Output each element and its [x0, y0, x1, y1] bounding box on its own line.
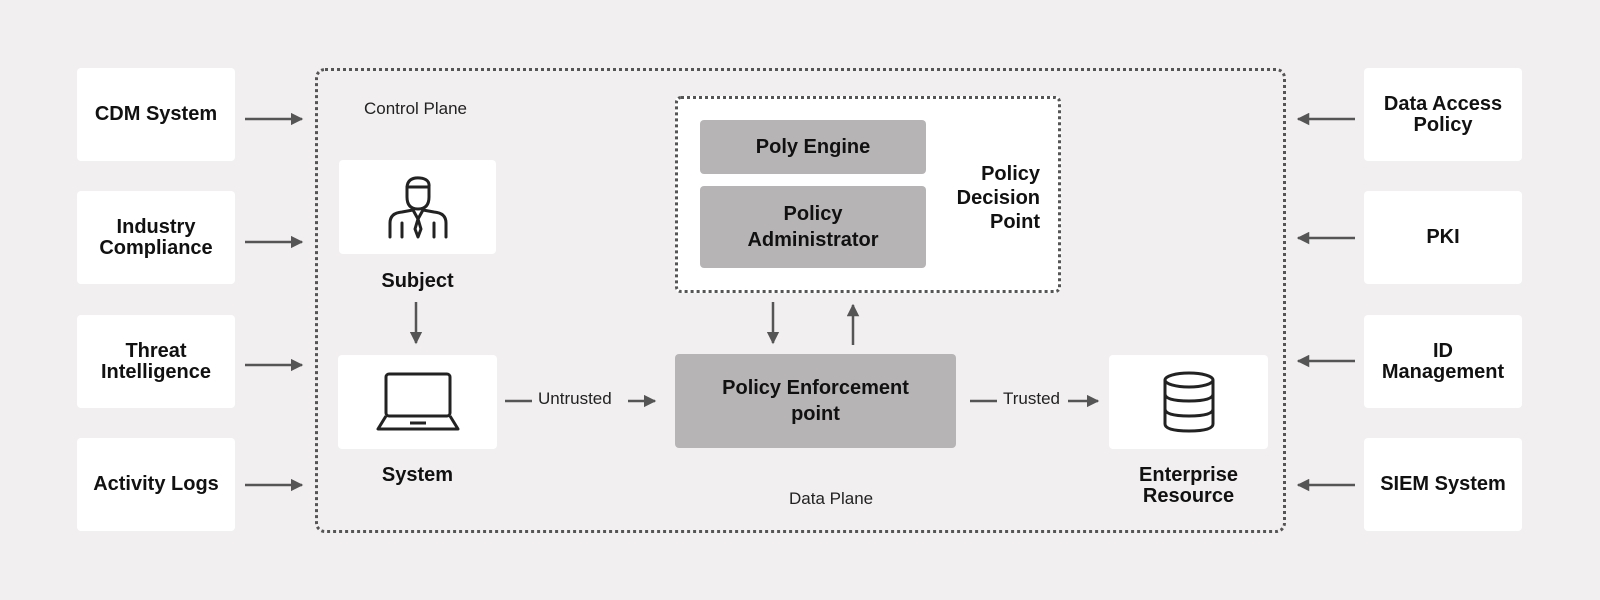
input-siem-system: SIEM System — [1364, 438, 1522, 531]
input-label: Threat Intelligence — [100, 339, 212, 383]
input-threat-intelligence: Threat Intelligence — [77, 315, 235, 408]
database-icon — [1163, 371, 1214, 433]
input-label: Data Access Policy — [1383, 92, 1503, 136]
input-data-access-policy: Data Access Policy — [1364, 68, 1522, 161]
enterprise-resource-label: Enterprise Resource — [1139, 464, 1238, 507]
input-label: SIEM System — [1380, 473, 1506, 495]
untrusted-label: Untrusted — [538, 389, 612, 408]
subject-box — [339, 160, 496, 254]
data-plane-label: Data Plane — [789, 489, 874, 508]
policy-enforcement-point-label: Policy Enforcement point — [722, 377, 909, 425]
input-activity-logs: Activity Logs — [77, 438, 235, 531]
input-label: CDM System — [94, 103, 218, 125]
policy-administrator-label: Policy Administrator — [747, 203, 879, 251]
input-pki: PKI — [1364, 191, 1522, 284]
system-label: System — [381, 464, 454, 486]
laptop-icon — [376, 372, 459, 431]
input-label: ID Management — [1381, 339, 1505, 383]
zero-trust-plane-boundary — [315, 68, 1286, 533]
control-plane-label: Control Plane — [364, 99, 468, 118]
input-cdm-system: CDM System — [77, 68, 235, 161]
input-id-management: ID Management — [1364, 315, 1522, 408]
policy-decision-point-label: Policy Decision Point — [956, 163, 1040, 233]
person-icon — [388, 176, 447, 239]
policy-enforcement-point-box: Policy Enforcement point — [675, 354, 956, 448]
trusted-label: Trusted — [1003, 389, 1061, 408]
input-industry-compliance: Industry Compliance — [77, 191, 235, 284]
policy-administrator-box: Policy Administrator — [700, 186, 926, 268]
input-label: Industry Compliance — [99, 215, 213, 259]
enterprise-resource-box — [1109, 355, 1268, 449]
system-box — [338, 355, 497, 449]
poly-engine-box: Poly Engine — [700, 120, 926, 174]
input-label: Activity Logs — [93, 473, 219, 495]
poly-engine-label: Poly Engine — [755, 136, 871, 158]
subject-label: Subject — [381, 270, 454, 292]
input-label: PKI — [1426, 226, 1460, 248]
